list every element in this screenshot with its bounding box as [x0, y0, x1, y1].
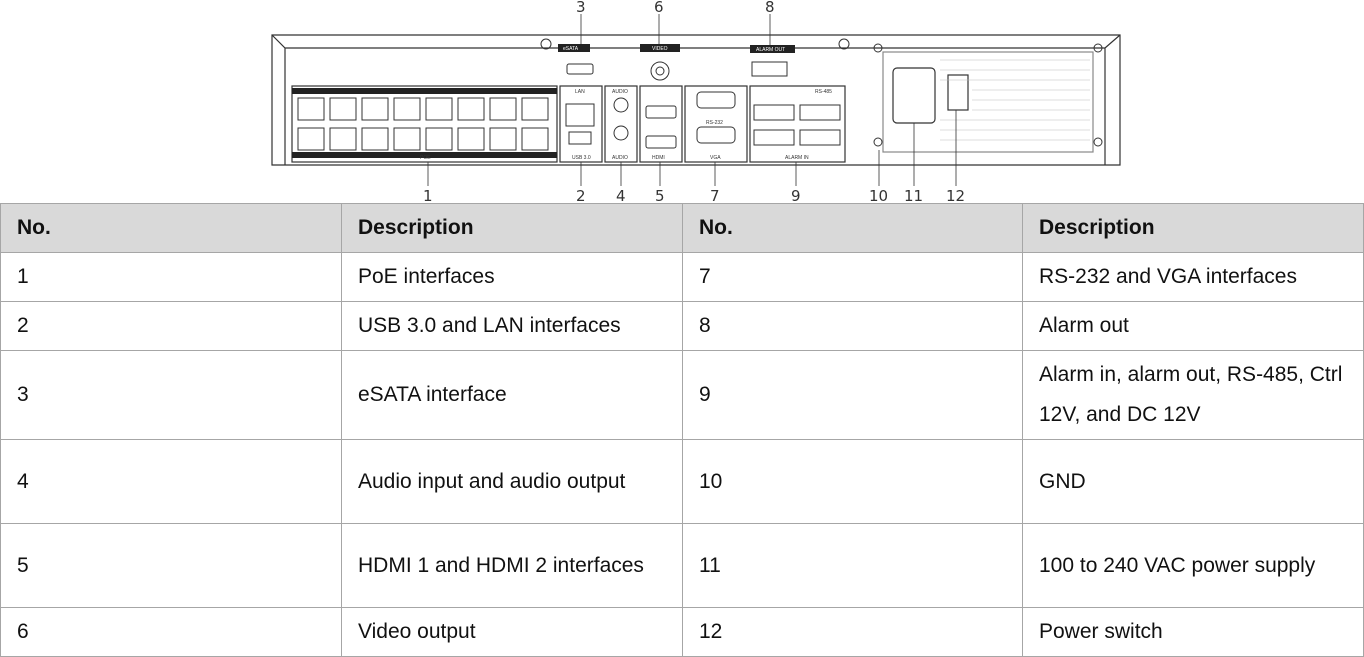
cell-description: GND: [1022, 439, 1364, 524]
cell-description: Audio input and audio output: [341, 439, 683, 524]
cell-no: 11: [682, 523, 1023, 608]
poe-port: [361, 97, 389, 121]
cell-description: USB 3.0 and LAN interfaces: [341, 301, 683, 351]
label-esata: eSATA: [563, 46, 579, 52]
label-alarm-out: ALARM OUT: [756, 47, 785, 53]
callout-4: 4: [616, 187, 626, 205]
cell-description: eSATA interface: [341, 350, 683, 440]
poe-port: [425, 127, 453, 151]
poe-port: [393, 97, 421, 121]
label-alarm-in: ALARM IN: [785, 155, 809, 161]
cell-description: RS-232 and VGA interfaces: [1022, 252, 1364, 302]
device-rear-panel-diagram: eSATA VIDEO ALARM OUT LAN AUDIO USB 3.0 …: [271, 0, 1121, 205]
poe-label-strip: [292, 88, 557, 94]
poe-port: [489, 127, 517, 151]
label-video: VIDEO: [652, 46, 668, 52]
label-audio-in: AUDIO: [612, 89, 628, 95]
callout-3: 3: [576, 0, 586, 16]
poe-port: [489, 97, 517, 121]
callout-8: 8: [765, 0, 775, 16]
cell-no: 3: [0, 350, 342, 440]
cell-description: Alarm in, alarm out, RS-485, Ctrl 12V, a…: [1022, 350, 1364, 440]
poe-port: [329, 97, 357, 121]
header-description: Description: [1022, 203, 1364, 253]
header-no: No.: [682, 203, 1023, 253]
cell-no: 10: [682, 439, 1023, 524]
cell-no: 2: [0, 301, 342, 351]
label-usb: USB 3.0: [572, 155, 591, 161]
callout-2: 2: [576, 187, 586, 205]
label-lan: LAN: [575, 89, 585, 95]
cell-description: Video output: [341, 607, 683, 657]
cell-no: 5: [0, 523, 342, 608]
cell-no: 4: [0, 439, 342, 524]
callout-10: 10: [869, 187, 888, 205]
cell-description: PoE interfaces: [341, 252, 683, 302]
poe-port: [393, 127, 421, 151]
cell-no: 7: [682, 252, 1023, 302]
label-rs485: RS-485: [815, 89, 832, 95]
poe-port: [329, 127, 357, 151]
cell-description: Power switch: [1022, 607, 1364, 657]
cell-no: 6: [0, 607, 342, 657]
poe-port: [297, 127, 325, 151]
cell-no: 1: [0, 252, 342, 302]
callout-1: 1: [423, 187, 433, 205]
label-vga: VGA: [710, 155, 721, 161]
poe-port: [521, 127, 549, 151]
cell-no: 8: [682, 301, 1023, 351]
cell-no: 9: [682, 350, 1023, 440]
callout-12: 12: [946, 187, 965, 205]
vent-grille: [940, 59, 1090, 141]
label-poe: POE: [420, 155, 431, 161]
cell-description: Alarm out: [1022, 301, 1364, 351]
poe-port: [457, 97, 485, 121]
poe-port: [361, 127, 389, 151]
poe-port: [521, 97, 549, 121]
poe-port: [457, 127, 485, 151]
poe-port: [425, 97, 453, 121]
cell-description: HDMI 1 and HDMI 2 interfaces: [341, 523, 683, 608]
label-rs232: RS-232: [706, 120, 723, 126]
callout-7: 7: [710, 187, 720, 205]
header-description: Description: [341, 203, 683, 253]
table-header-row: No. Description No. Description: [0, 203, 1364, 253]
callout-5: 5: [655, 187, 665, 205]
callout-lines: [427, 14, 957, 186]
label-audio-out: AUDIO: [612, 155, 628, 161]
connectors: [540, 38, 1103, 149]
cell-description: 100 to 240 VAC power supply: [1022, 523, 1364, 608]
callout-6: 6: [654, 0, 664, 16]
callout-9: 9: [791, 187, 801, 205]
poe-ports: [292, 88, 557, 158]
callouts: 3 6 8 1 2 4 5 7 9 10 11 12: [423, 0, 965, 205]
poe-label-strip: [292, 152, 557, 158]
header-no: No.: [0, 203, 342, 253]
poe-port: [297, 97, 325, 121]
label-hdmi: HDMI: [652, 155, 665, 161]
callout-11: 11: [904, 187, 923, 205]
cell-no: 12: [682, 607, 1023, 657]
panel-labels: eSATA VIDEO ALARM OUT LAN AUDIO USB 3.0 …: [420, 44, 832, 161]
